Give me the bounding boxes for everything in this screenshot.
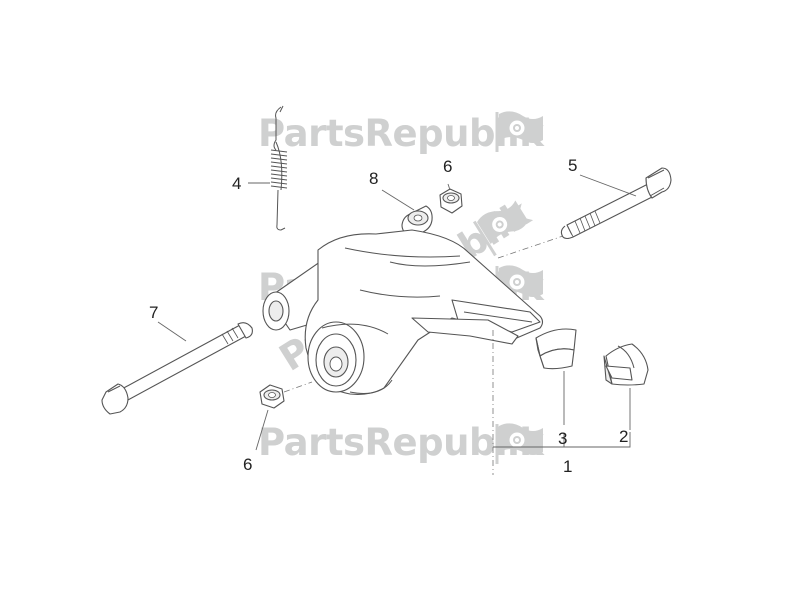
callout-5: 5 — [568, 156, 577, 175]
watermark-bottom: PartsRepublik — [258, 421, 546, 466]
rubber-buffer-part — [603, 343, 649, 386]
callout-1: 1 — [563, 457, 572, 476]
callout-2: 2 — [619, 427, 628, 446]
nut-top-part — [439, 188, 463, 214]
callout-6-bottom: 6 — [243, 455, 252, 474]
watermark-top: PartsRepublik — [258, 109, 546, 155]
long-bolt-part — [101, 322, 253, 415]
callout-7: 7 — [149, 303, 158, 322]
bolt-part — [497, 167, 672, 259]
callout-6-top: 6 — [443, 157, 452, 176]
spacer-part — [401, 205, 433, 237]
leader-lines — [157, 174, 637, 451]
callout-4: 4 — [232, 174, 241, 193]
callout-3: 3 — [558, 429, 567, 448]
spring-part — [270, 105, 288, 231]
callout-8: 8 — [369, 169, 378, 188]
swing-arm-part — [262, 229, 544, 395]
rubber-bushing-part — [535, 328, 577, 370]
nut-bottom-part — [259, 381, 313, 409]
